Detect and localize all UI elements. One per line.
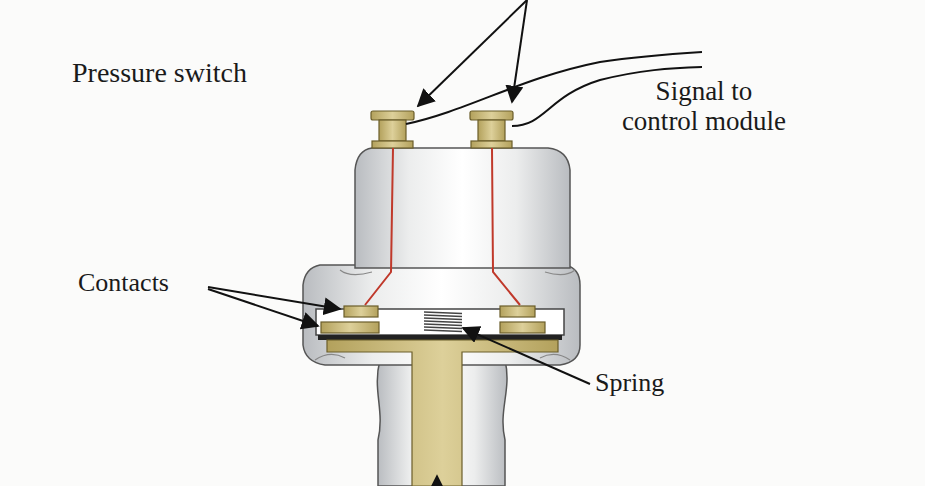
spring-coil [424,327,462,329]
signal-label: Signal to control module [616,76,793,136]
diagram-title: Pressure switch [72,58,247,88]
piston [327,340,558,486]
internal-conductor [492,148,520,305]
contacts-leader [208,287,340,309]
terminal-right [470,111,513,148]
terminal-leader [418,0,527,106]
part-label: Contacts [78,268,169,298]
diaphragm [318,335,562,340]
pressure-arrow [436,476,438,486]
spring [424,312,462,332]
spring-coil [424,315,462,317]
spring-coil [424,318,462,320]
terminal-left [371,111,414,148]
contacts-leader [208,289,318,326]
spring-coil [424,312,462,314]
terminal-leader [512,0,527,102]
spring-coil [424,321,462,323]
spring-coil [424,324,462,326]
spring-leader [463,328,590,384]
spring-coil [424,330,462,332]
contact [321,306,545,333]
internal-conductor [365,148,393,305]
part-label: Spring [595,368,664,398]
housing-cap [355,148,570,268]
